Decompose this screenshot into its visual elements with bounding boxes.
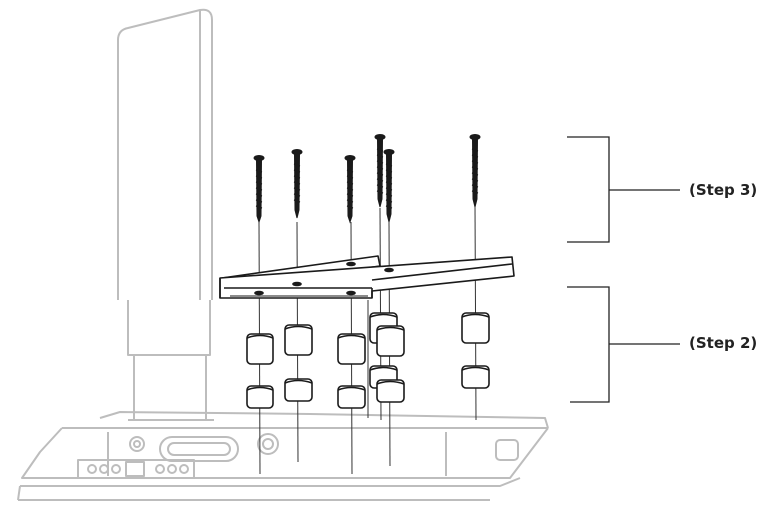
- step-2-label: (Step 2): [689, 334, 758, 352]
- step-3-label: (Step 3): [689, 181, 758, 199]
- speaker-base-icon: [17, 8, 549, 501]
- bracket-icon: [219, 255, 515, 299]
- step2-callout-bracket: [567, 286, 680, 403]
- screw-icon: [253, 134, 481, 224]
- spacer-icon: [246, 312, 490, 409]
- step3-callout-bracket: [567, 136, 680, 243]
